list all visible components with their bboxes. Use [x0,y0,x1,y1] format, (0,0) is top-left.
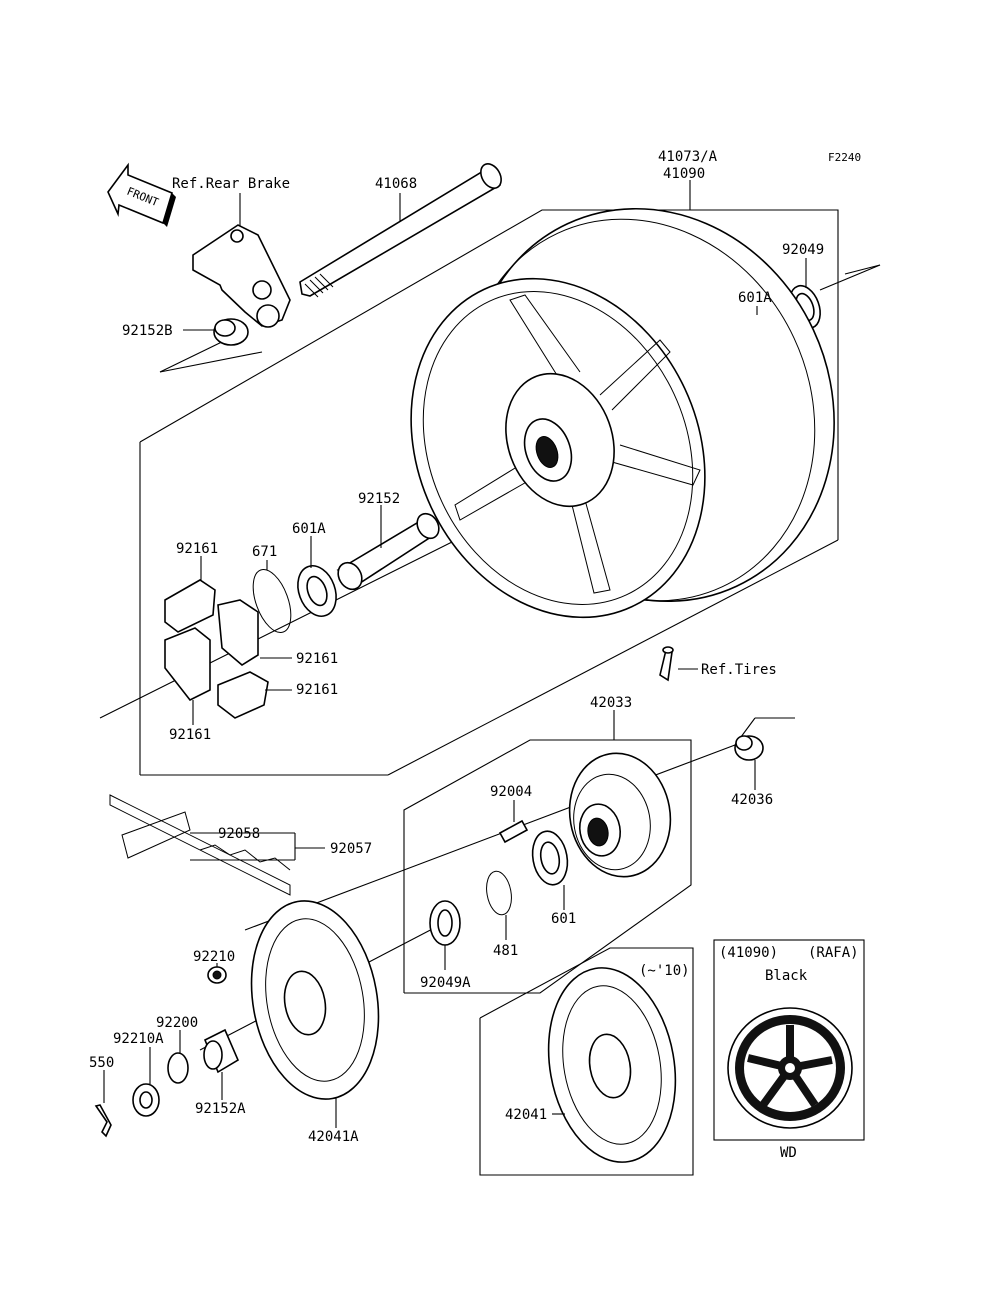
drive-chain [109,794,291,896]
collar-42036 [734,735,764,761]
circlip-481 [486,870,512,916]
label-42041a[interactable]: 42041A [308,1129,359,1145]
label-92152a[interactable]: 92152A [195,1101,246,1117]
label-version-note: (~'10) [639,963,690,979]
nut-92210a [132,1083,160,1117]
label-42041[interactable]: 42041 [505,1107,547,1123]
inset-part-ref: (41090) [719,945,778,961]
rear-sprocket-42041 [547,967,677,1163]
caliper-bracket [192,224,291,328]
label-671[interactable]: 671 [252,544,277,560]
collar-92152a [203,1028,240,1074]
nut-92210 [207,966,227,984]
figure-code: F2240 [828,151,861,164]
washer-92200 [167,1052,189,1084]
label-41068[interactable]: 41068 [375,176,417,192]
label-92058[interactable]: 92058 [218,826,260,842]
bearing-601 [531,830,569,886]
inset-wheel-code: WD [780,1145,797,1161]
label-ref-tires[interactable]: Ref.Tires [701,662,777,678]
label-92152b[interactable]: 92152B [122,323,173,339]
label-92210[interactable]: 92210 [193,949,235,965]
label-92210a[interactable]: 92210A [113,1031,164,1047]
label-92152[interactable]: 92152 [358,491,400,507]
color-variant-inset [713,939,865,1141]
stud-92004 [498,819,529,844]
sprocket-variant-frame [479,947,694,1176]
tire-valve-icon [659,646,674,682]
collar-92152b [213,318,249,346]
label-92161-b[interactable]: 92161 [296,651,338,667]
label-481[interactable]: 481 [493,943,518,959]
leader-lines [103,180,807,1128]
label-601a-top[interactable]: 601A [738,290,772,306]
rear-sprocket-42041a [250,900,380,1100]
sprocket-coupling [568,752,672,878]
o-ring-671 [252,569,292,633]
label-92161-d[interactable]: 92161 [169,727,211,743]
wheel-damper-set [164,579,269,719]
collar-92152 [336,512,440,591]
axle [299,163,502,298]
label-92049[interactable]: 92049 [782,242,824,258]
label-601[interactable]: 601 [551,911,576,927]
label-550[interactable]: 550 [89,1055,114,1071]
label-92161-c[interactable]: 92161 [296,682,338,698]
cotter-pin-550 [94,1104,112,1138]
inset-color: Black [765,968,808,984]
label-92161-a[interactable]: 92161 [176,541,218,557]
label-ref-rear-brake[interactable]: Ref.Rear Brake [172,176,290,192]
label-92057[interactable]: 92057 [330,841,372,857]
label-41090[interactable]: 41090 [663,166,705,182]
rear-wheel [410,207,835,619]
bearing-601a-mid [297,565,337,617]
inset-code: (RAFA) [808,945,859,961]
black-wheel-icon [727,1007,853,1129]
label-42033[interactable]: 42033 [590,695,632,711]
label-601a-mid[interactable]: 601A [292,521,326,537]
label-41073a[interactable]: 41073/A [658,149,718,165]
label-92049a[interactable]: 92049A [420,975,471,991]
label-92004[interactable]: 92004 [490,784,532,800]
label-92200[interactable]: 92200 [156,1015,198,1031]
seal-92049a [429,900,461,946]
label-42036[interactable]: 42036 [731,792,773,808]
front-arrow-icon: FRONT [107,162,176,227]
